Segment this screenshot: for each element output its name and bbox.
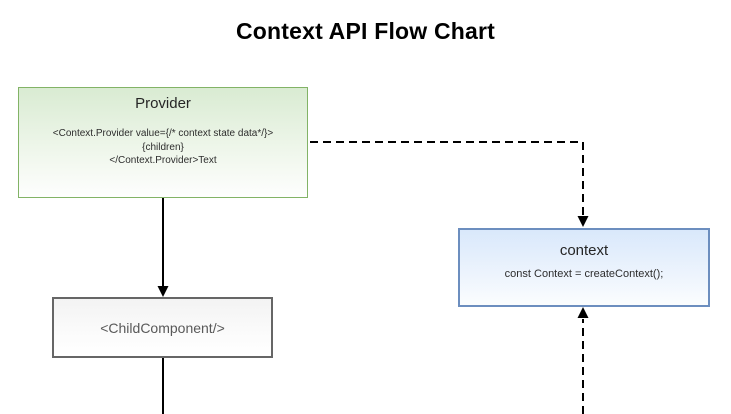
arrowhead-down-icon (157, 286, 169, 297)
arrowhead-down-icon (577, 216, 589, 227)
context-code-line: const Context = createContext(); (504, 268, 664, 280)
context-title: context (559, 242, 609, 259)
provider-title: Provider (135, 95, 191, 112)
provider-code-line-2: {children} (142, 141, 184, 153)
child-component-label: <ChildComponent/> (100, 319, 225, 336)
connector-provider-to-context (310, 141, 589, 227)
provider-code-line-3: </Context.Provider>Text (109, 155, 217, 166)
arrowhead-up-icon (577, 307, 589, 318)
provider-code-line-1: <Context.Provider value={/* context stat… (52, 128, 274, 139)
node-context: context const Context = createContext(); (458, 228, 710, 307)
page-title: Context API Flow Chart (235, 18, 496, 44)
connector-provider-to-child (157, 198, 169, 297)
connector-bottom-to-context (577, 307, 589, 414)
provider-code-block: <Context.Provider value={/* context stat… (19, 127, 307, 168)
node-provider: Provider <Context.Provider value={/* con… (18, 87, 308, 198)
node-child-component: <ChildComponent/> (52, 297, 273, 358)
